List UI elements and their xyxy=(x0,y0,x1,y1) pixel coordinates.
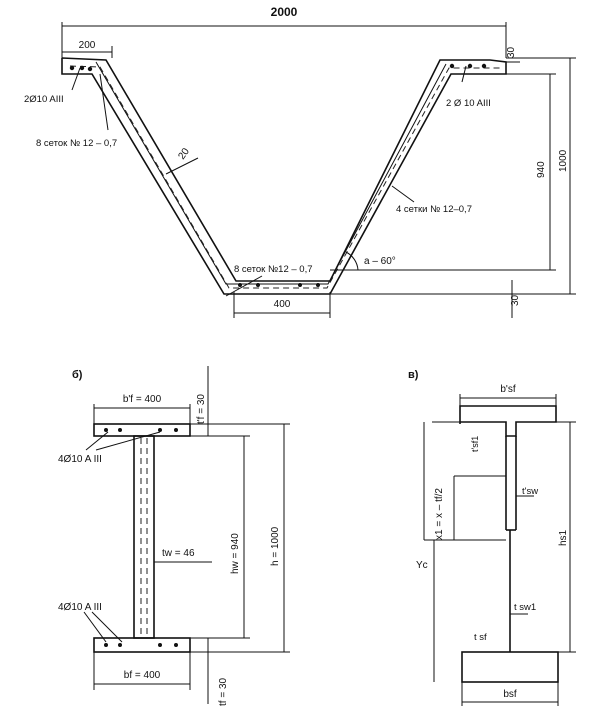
leader-mesh-left xyxy=(99,73,109,131)
dim-bottom-thickness: 30 xyxy=(510,294,521,306)
dim-bsf-top: b'sf xyxy=(500,384,515,395)
dim-tf-top: t'f = 30 xyxy=(196,394,207,424)
leader-rebar-bottom xyxy=(83,611,107,643)
dim-top-thickness: 30 xyxy=(506,46,517,58)
panel-a-trapezoid-section: 2000 200 30 940 1000 30 400 20 a – 60° xyxy=(24,5,576,318)
section-outer-edge xyxy=(61,57,507,295)
angle-label: a – 60° xyxy=(364,256,396,267)
leader-rebar-top-2 xyxy=(95,431,161,451)
bottom-flange xyxy=(461,651,559,683)
bottom-flange xyxy=(93,637,191,653)
label-rebar-left: 2Ø10 AIII xyxy=(24,94,64,105)
dim-hw: hw = 940 xyxy=(230,533,241,574)
label-mesh-left: 8 сеток № 12 – 0,7 xyxy=(36,138,117,149)
rebar-dots-bottom xyxy=(238,283,320,287)
dim-leader-20 xyxy=(165,157,199,175)
panel-b-tag: б) xyxy=(72,369,83,381)
dim-top-width: 2000 xyxy=(271,5,298,19)
rebar-dots-right xyxy=(449,63,487,69)
leader-mesh-right xyxy=(391,185,415,203)
dim-tsw1: t sw1 xyxy=(514,602,536,613)
mesh-reinforcement-line xyxy=(69,65,500,289)
dim-tw: tw = 46 xyxy=(162,548,195,559)
top-flange-outline xyxy=(459,405,557,437)
web xyxy=(133,435,155,639)
dim-hs1: hs1 xyxy=(558,529,569,546)
leader-rebar-top xyxy=(85,431,109,451)
dim-tsf1: t'sf1 xyxy=(470,436,480,452)
dim-yc: Yc xyxy=(416,560,428,571)
leader-rebar-bottom-2 xyxy=(91,611,123,643)
dim-h: h = 1000 xyxy=(270,526,281,566)
section-inner-edge xyxy=(95,61,447,285)
rebar-dots-top-flange xyxy=(104,428,178,432)
dim-flange-width: 200 xyxy=(79,40,96,51)
label-mesh-bottom: 8 сеток №12 – 0,7 xyxy=(234,264,313,275)
dim-thickness-20: 20 xyxy=(176,146,192,162)
dim-height-940: 940 xyxy=(536,161,547,178)
dim-bf-top: b'f = 400 xyxy=(123,394,162,405)
dim-x1: x1 = x – tf/2 xyxy=(434,488,445,540)
angle-arc xyxy=(345,251,359,271)
dim-bf-bottom: bf = 400 xyxy=(124,670,161,681)
label-mesh-right: 4 сетки № 12–0,7 xyxy=(396,204,472,215)
dim-bsf-bottom: bsf xyxy=(503,689,517,700)
label-rebar-right: 2 Ø 10 AIII xyxy=(446,98,491,109)
dim-height-1000: 1000 xyxy=(558,149,569,172)
label-rebar-bottom: 4Ø10 A III xyxy=(58,602,102,613)
dim-tsf: t sf xyxy=(474,632,487,643)
rebar-dots-left xyxy=(69,65,93,72)
dim-tsw: t'sw xyxy=(522,486,538,497)
dim-tf-bottom: tf = 30 xyxy=(218,677,229,706)
rebar-dots-bottom-flange xyxy=(104,643,178,647)
panel-c-tag: в) xyxy=(408,369,419,381)
label-rebar-top: 4Ø10 A III xyxy=(58,454,102,465)
panel-c-design-section: в) b'sf t'sf1 x1 = x – tf/2 t'sw hs1 xyxy=(408,369,576,706)
panel-b-i-section: б) b'f = 400 t'f = 30 xyxy=(58,366,290,706)
dim-bottom-width: 400 xyxy=(274,299,291,310)
leader-rebar-left xyxy=(71,67,81,91)
leader-mesh-bottom xyxy=(225,275,263,297)
leader-rebar-right xyxy=(461,65,467,83)
